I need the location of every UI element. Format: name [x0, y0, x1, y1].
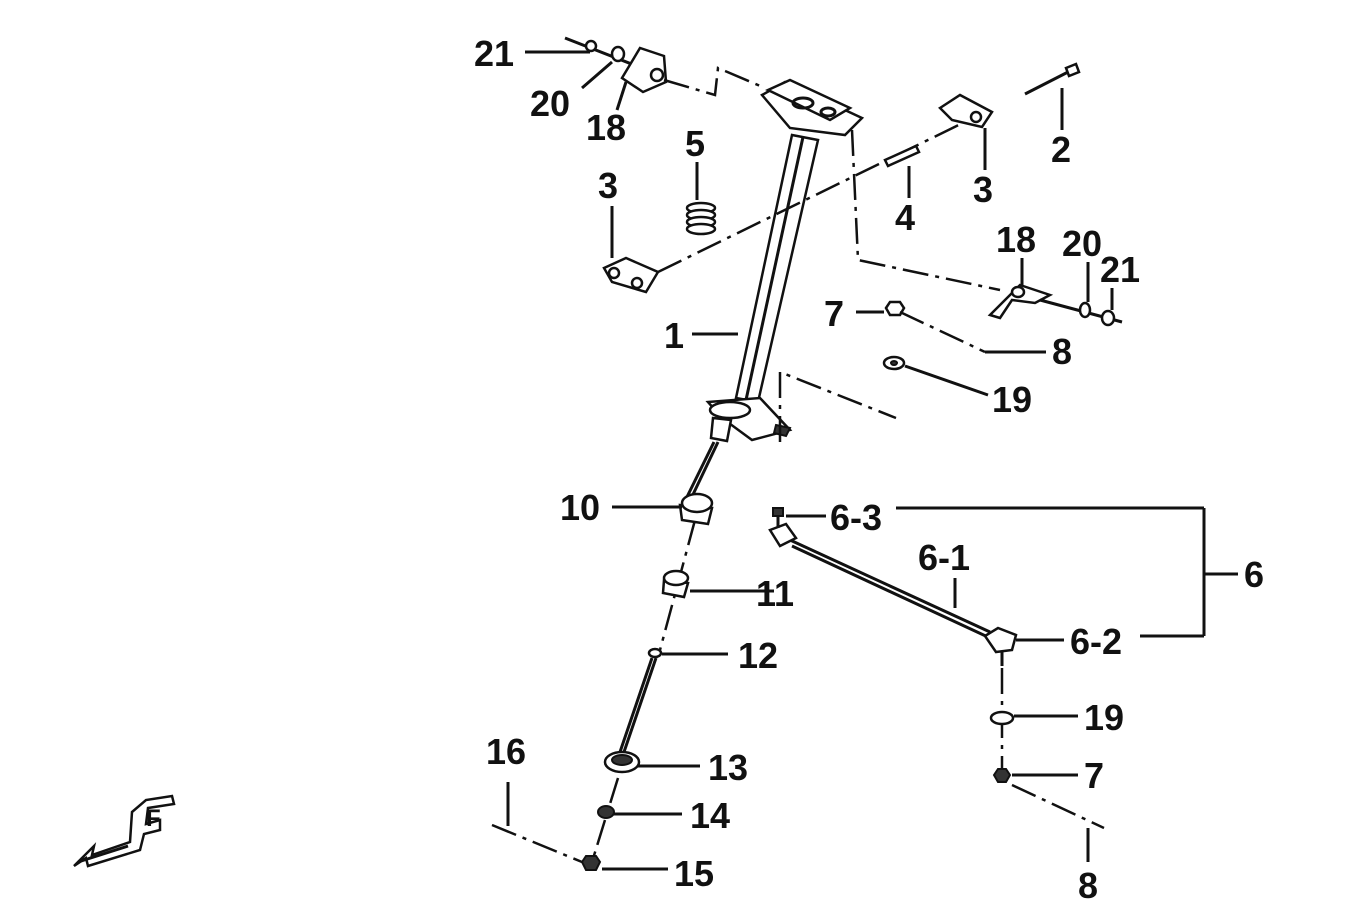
lower-washer-19-part [989, 710, 1015, 726]
callout-19-upper: 19 [992, 379, 1032, 420]
callout-12: 12 [738, 635, 778, 676]
callout-3-left: 3 [598, 165, 618, 206]
steering-column-part [705, 78, 865, 443]
upper-left-arm-group [564, 36, 766, 97]
callout-18-top-left: 18 [586, 107, 626, 148]
tie-rod-assembly [768, 507, 1018, 666]
callout-6-3: 6-3 [830, 497, 882, 538]
callout-7-lower: 7 [1084, 755, 1104, 796]
callout-6-2: 6-2 [1070, 621, 1122, 662]
washer-14-part [597, 805, 615, 819]
callout-21-right: 21 [1100, 249, 1140, 290]
callout-14: 14 [690, 795, 730, 836]
callout-4: 4 [895, 197, 915, 238]
callout-8-lower: 8 [1078, 865, 1098, 906]
callout-13: 13 [708, 747, 748, 788]
callout-10: 10 [560, 487, 600, 528]
callout-15: 15 [674, 853, 714, 894]
callout-20-right: 20 [1062, 223, 1102, 264]
callout-5: 5 [685, 123, 705, 164]
callout-11: 11 [756, 573, 794, 614]
right-bracket-group [938, 62, 1081, 129]
callout-1: 1 [664, 315, 684, 356]
callout-16: 16 [486, 731, 526, 772]
seal-part [603, 750, 641, 774]
pin-part [883, 144, 921, 168]
callout-21-top-left: 21 [474, 33, 514, 74]
callout-labels: 21 20 18 5 3 2 3 4 18 20 21 7 8 1 19 10 … [474, 33, 1264, 906]
callout-18-right: 18 [996, 219, 1036, 260]
circlip-part [647, 647, 663, 659]
callout-6-1: 6-1 [918, 537, 970, 578]
spring-part [685, 201, 717, 236]
right-arm-group [850, 129, 1123, 327]
callout-20-top-left: 20 [530, 83, 570, 124]
callout-7-upper: 7 [824, 293, 844, 334]
callout-3-right: 3 [973, 169, 993, 210]
front-marker-letter: F [146, 805, 161, 832]
collar-part [661, 569, 690, 599]
nut-15-part [580, 855, 602, 871]
leader-lines [506, 50, 1238, 871]
left-bracket-part [602, 256, 660, 294]
upper-nut-washer-group [778, 300, 986, 442]
callout-6: 6 [1244, 554, 1264, 595]
callout-8-upper: 8 [1052, 331, 1072, 372]
lower-nut-7-part [992, 768, 1012, 783]
bushing-part [678, 492, 714, 526]
callout-19-lower: 19 [1084, 697, 1124, 738]
front-direction-arrow-icon: F [73, 794, 176, 868]
callout-2: 2 [1051, 129, 1071, 170]
